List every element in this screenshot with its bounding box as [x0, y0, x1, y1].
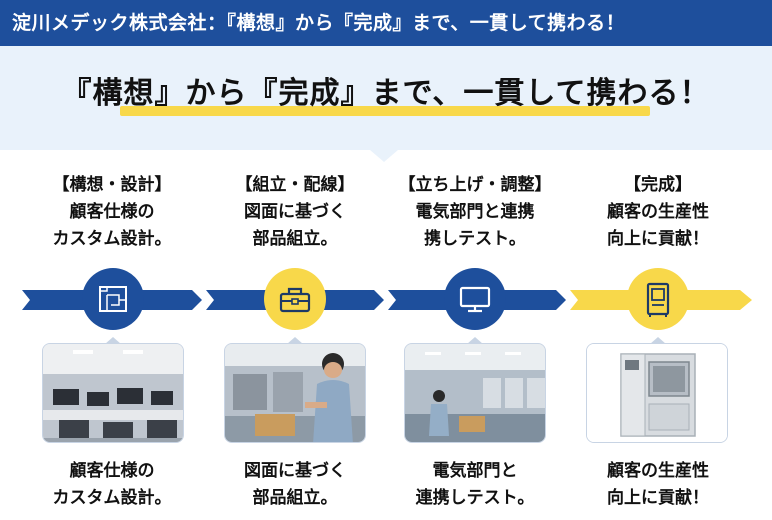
- header-text: 淀川メデック株式会社：『構想』から『完成』まで、一貫して携わる！: [12, 12, 626, 34]
- step-3-line-2: 携しテスト。: [424, 229, 526, 249]
- step-2-badge: [264, 268, 326, 330]
- step-4-badge: [627, 268, 689, 330]
- step-2-line-2: 部品組立。: [252, 229, 338, 249]
- step-4-caption: 顧客の生産性 向上に貢献！: [568, 458, 748, 512]
- photo-testing-floor: [404, 343, 546, 443]
- step-2-line-1: 図面に基づく: [244, 202, 346, 222]
- step-4-line-1: 顧客の生産性: [607, 202, 709, 222]
- toolbox-icon: [279, 287, 311, 313]
- step-2-heading: 【組立・配線】 図面に基づく 部品組立。: [205, 172, 385, 253]
- hero-section: 『構想』から『完成』まで、一貫して携わる！: [0, 46, 772, 150]
- hero-title: 『構想』から『完成』まで、一貫して携わる！: [61, 76, 711, 111]
- step-3-caption-line-2: 連携しテスト。: [415, 488, 535, 508]
- blueprint-icon: [99, 286, 127, 312]
- photo-4-pointer: [650, 337, 666, 344]
- hero-underline: [120, 106, 650, 116]
- machine-icon: [646, 282, 670, 317]
- step-3-badge: [444, 268, 506, 330]
- step-4-heading: 【完成】 顧客の生産性 向上に貢献！: [568, 172, 748, 253]
- step-1-caption-line-2: カスタム設計。: [52, 488, 172, 508]
- step-3-title: 【立ち上げ・調整】: [398, 175, 552, 195]
- step-4-caption-line-1: 顧客の生産性: [607, 461, 709, 481]
- step-3-caption: 電気部門と 連携しテスト。: [385, 458, 565, 512]
- header-banner: 淀川メデック株式会社：『構想』から『完成』まで、一貫して携わる！: [0, 0, 772, 46]
- step-1-line-1: 顧客仕様の: [69, 202, 155, 222]
- step-1-line-2: カスタム設計。: [52, 229, 172, 249]
- step-4-line-2: 向上に貢献！: [607, 229, 709, 249]
- step-2-caption-line-2: 部品組立。: [252, 488, 338, 508]
- step-4-caption-line-2: 向上に貢献！: [607, 488, 709, 508]
- step-3-heading: 【立ち上げ・調整】 電気部門と連携 携しテスト。: [385, 172, 565, 253]
- photo-1-pointer: [105, 337, 121, 344]
- photo-design-office: [42, 343, 184, 443]
- photo-3-pointer: [467, 337, 483, 344]
- step-1-title: 【構想・設計】: [52, 175, 172, 195]
- step-1-badge: [82, 268, 144, 330]
- step-2-title: 【組立・配線】: [235, 175, 355, 195]
- process-steps: 【構想・設計】 顧客仕様の カスタム設計。 【組立・配線】 図面に基づく 部品組…: [0, 172, 772, 262]
- step-1-caption: 顧客仕様の カスタム設計。: [22, 458, 202, 512]
- step-2-caption: 図面に基づく 部品組立。: [205, 458, 385, 512]
- step-3-line-1: 電気部門と連携: [415, 202, 535, 222]
- monitor-icon: [459, 286, 491, 313]
- hero-pointer: [370, 150, 398, 162]
- step-1-heading: 【構想・設計】 顧客仕様の カスタム設計。: [22, 172, 202, 253]
- photo-assembly-worker: [224, 343, 366, 443]
- photo-2-pointer: [287, 337, 303, 344]
- step-3-caption-line-1: 電気部門と: [432, 461, 518, 481]
- step-2-caption-line-1: 図面に基づく: [244, 461, 346, 481]
- photo-finished-machine: [586, 343, 728, 443]
- step-1-caption-line-1: 顧客仕様の: [69, 461, 155, 481]
- step-4-title: 【完成】: [624, 175, 692, 195]
